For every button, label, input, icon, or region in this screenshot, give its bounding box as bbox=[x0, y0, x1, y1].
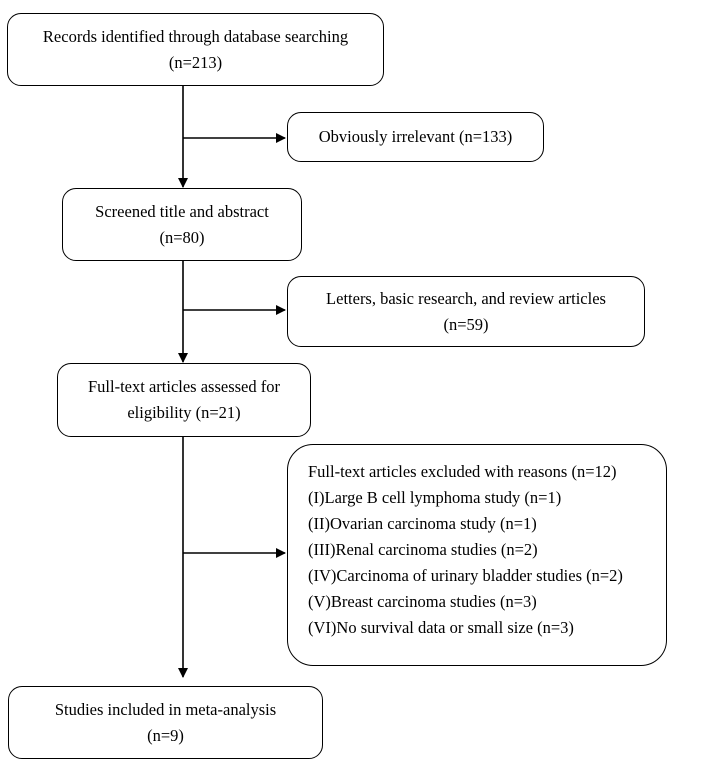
box-fulltext-assessed: Full-text articles assessed for eligibil… bbox=[57, 363, 311, 437]
box-letters-excluded: Letters, basic research, and review arti… bbox=[287, 276, 645, 347]
letters-excluded-count: (n=59) bbox=[443, 314, 489, 334]
obviously-irrelevant-label: Obviously irrelevant (n=133) bbox=[318, 127, 513, 146]
records-identified-count: (n=213) bbox=[168, 52, 223, 72]
exclusion-reason: (II)Ovarian carcinoma study (n=1) bbox=[308, 514, 537, 533]
box-fulltext-excluded: Full-text articles excluded with reasons… bbox=[287, 444, 667, 666]
box-records-identified: Records identified through database sear… bbox=[7, 13, 384, 86]
letters-excluded-label: Letters, basic research, and review arti… bbox=[326, 288, 606, 308]
screened-count: (n=80) bbox=[159, 227, 205, 247]
exclusion-reason: (I)Large B cell lymphoma study (n=1) bbox=[308, 488, 562, 507]
box-screened: Screened title and abstract (n=80) bbox=[62, 188, 302, 261]
exclusion-reason: (V)Breast carcinoma studies (n=3) bbox=[308, 592, 537, 611]
fulltext-assessed-label: Full-text articles assessed for bbox=[88, 377, 280, 396]
box-studies-included: Studies included in meta-analysis (n=9) bbox=[8, 686, 323, 759]
screened-label: Screened title and abstract bbox=[95, 201, 269, 221]
records-identified-label: Records identified through database sear… bbox=[42, 26, 349, 46]
exclusion-reason: (VI)No survival data or small size (n=3) bbox=[308, 618, 574, 637]
exclusion-reason: (IV)Carcinoma of urinary bladder studies… bbox=[308, 566, 623, 585]
studies-included-label: Studies included in meta-analysis bbox=[54, 699, 277, 719]
studies-included-count: (n=9) bbox=[147, 725, 184, 745]
box-obviously-irrelevant: Obviously irrelevant (n=133) bbox=[287, 112, 544, 162]
fulltext-assessed-count: eligibility (n=21) bbox=[127, 403, 241, 422]
fulltext-excluded-title: Full-text articles excluded with reasons… bbox=[308, 462, 617, 481]
exclusion-reason: (III)Renal carcinoma studies (n=2) bbox=[308, 540, 538, 559]
